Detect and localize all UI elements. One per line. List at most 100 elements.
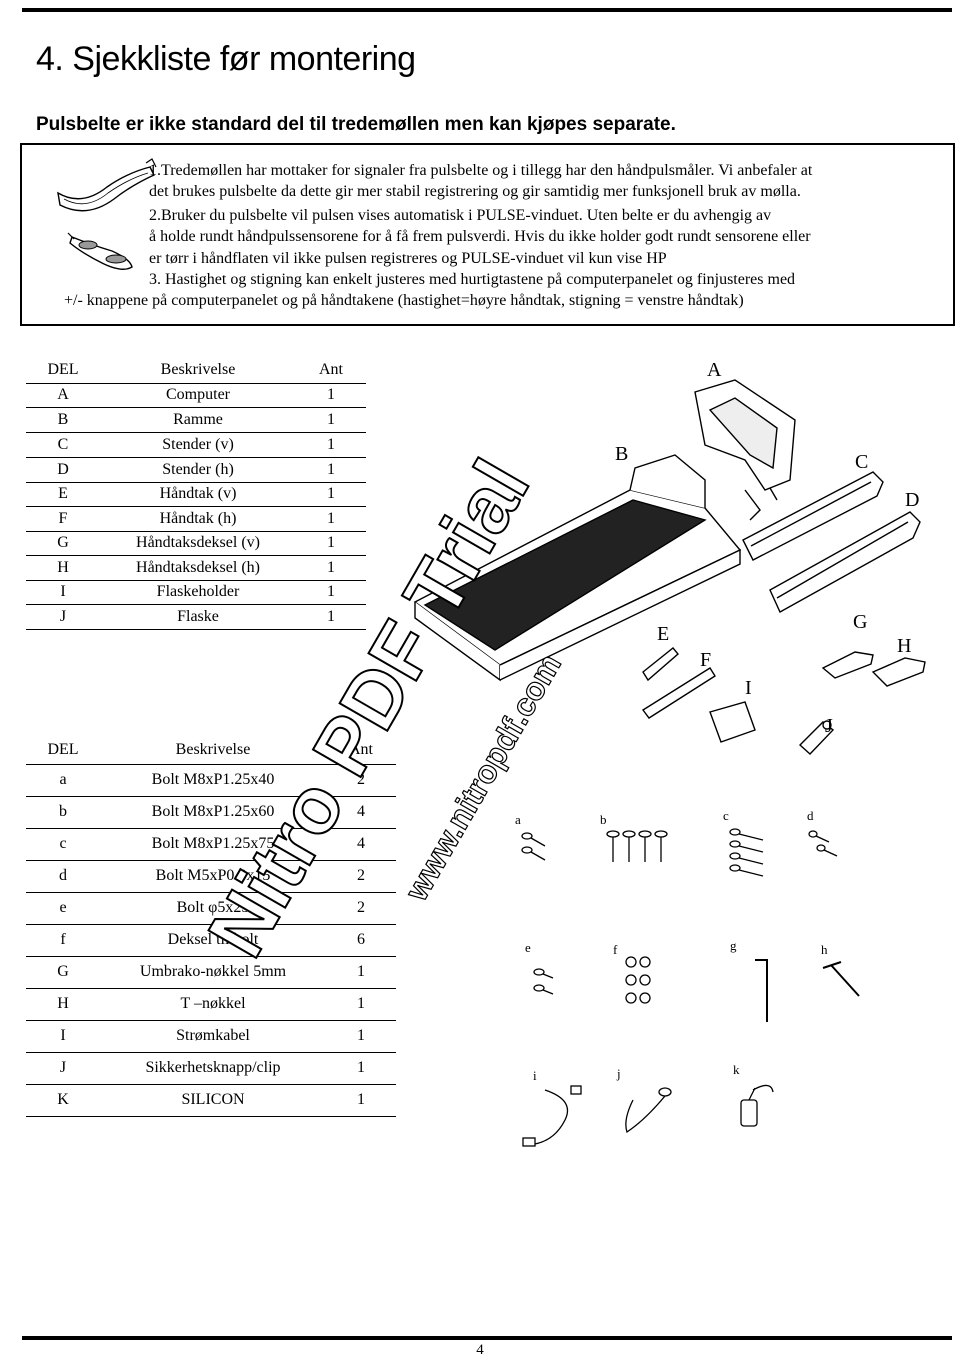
bolt-d-icon — [808, 830, 838, 857]
table-cell: 1 — [296, 506, 366, 532]
column-header: DEL — [26, 736, 100, 765]
table-cell: a — [26, 764, 100, 797]
hardware-label-k: k — [733, 1062, 740, 1077]
table-cell: 6 — [326, 924, 396, 957]
diagram-label-d: D — [905, 489, 919, 511]
table-cell: H — [26, 988, 100, 1021]
table-cell: G — [26, 531, 100, 556]
table-cell: Håndtaksdeksel (h) — [100, 555, 296, 581]
note-line-6: 3. Hastighet og stigning kan enkelt just… — [149, 271, 796, 288]
table-cell: 2 — [326, 860, 396, 893]
table-cell: 1 — [296, 555, 366, 581]
silicon-bottle-k-icon — [740, 1084, 774, 1127]
table-cell: I — [26, 1020, 100, 1053]
table-cell: b — [26, 796, 100, 829]
bolt-c-icon — [729, 828, 764, 877]
column-header: Beskrivelse — [100, 357, 296, 384]
table-cell: c — [26, 828, 100, 861]
hardware-label-j: j — [616, 1066, 621, 1081]
table-cell: 4 — [326, 796, 396, 829]
table-cell: J — [26, 1052, 100, 1085]
handle-left — [642, 647, 679, 682]
table-cell: 1 — [296, 407, 366, 433]
table-cell: Deksel til bolt — [100, 924, 326, 957]
table-cell: Flaske — [100, 604, 296, 630]
table-cell: H — [26, 555, 100, 581]
table-cell: Håndtak (h) — [100, 506, 296, 532]
table-cell: 1 — [326, 1052, 396, 1085]
table-cell: 4 — [326, 828, 396, 861]
handle-cover-right — [871, 657, 926, 687]
bottom-rule — [22, 1336, 952, 1340]
note-line-7: +/- knappene på computerpanelet og på hå… — [64, 292, 744, 309]
bolt-a-icon — [521, 832, 546, 861]
table-cell: Bolt M8xP1.25x40 — [100, 764, 326, 797]
table-cell: 1 — [326, 956, 396, 989]
table-cell: Computer — [100, 383, 296, 408]
diagram-label-b: B — [615, 443, 628, 465]
table-cell: I — [26, 580, 100, 605]
table-header-row: DEL Beskrivelse Ant — [26, 357, 366, 384]
top-rule — [22, 8, 952, 12]
table-cell: Ramme — [100, 407, 296, 433]
table-header-row: DEL Beskrivelse Ant — [26, 736, 396, 765]
table-cell: T –nøkkel — [100, 988, 326, 1021]
table-cell: f — [26, 924, 100, 957]
note-line-4: å holde rundt håndpulssensorene for å få… — [149, 228, 811, 245]
table-cell: Håndtaksdeksel (v) — [100, 531, 296, 556]
table-cell: 1 — [296, 383, 366, 408]
hardware-label-b: b — [600, 812, 607, 827]
diagram-label-g: G — [853, 611, 867, 633]
table-cell: e — [26, 892, 100, 925]
bolt-cover-f-icon — [625, 956, 651, 1004]
table-cell: 2 — [326, 892, 396, 925]
column-header: Beskrivelse — [100, 736, 326, 765]
table-cell: 1 — [296, 604, 366, 630]
table-cell: Bolt M8xP1.25x75 — [100, 828, 326, 861]
note-line-2: det brukes pulsbelte da dette gir mer st… — [149, 183, 801, 200]
table-cell: Bolt M8xP1.25x60 — [100, 796, 326, 829]
heart-rate-note-box: 1.Tredemøllen har mottaker for signaler … — [20, 143, 955, 326]
column-header: Ant — [326, 736, 396, 765]
handle-cover-left — [821, 651, 874, 679]
note-line-1: 1.Tredemøllen har mottaker for signaler … — [149, 162, 813, 179]
table-cell: 1 — [296, 482, 366, 507]
safety-clip-j-icon — [625, 1087, 672, 1134]
handle-right — [641, 667, 716, 719]
table-cell: Bolt M5xP0.8x15 — [100, 860, 326, 893]
table-cell: Stender (v) — [100, 432, 296, 458]
power-cable-i-icon — [522, 1085, 582, 1147]
allen-key-g-icon — [755, 959, 768, 1022]
diagram-label-c: C — [855, 451, 868, 473]
table-cell: d — [26, 860, 100, 893]
table-cell: F — [26, 506, 100, 532]
hardware-label-d: d — [807, 808, 814, 823]
table-cell: 1 — [296, 432, 366, 458]
note-line-3: 2.Bruker du pulsbelte vil pulsen vises a… — [149, 207, 772, 224]
note-line-5: er tørr i håndflaten vil ikke pulsen reg… — [149, 250, 667, 267]
page-title: 4. Sjekkliste før montering — [36, 40, 416, 78]
bottle-part — [798, 721, 835, 755]
hardware-label-h: h — [821, 942, 828, 957]
diagram-label-e: E — [657, 623, 669, 645]
diagram-label-h: H — [897, 635, 911, 657]
bottle-holder-part — [709, 701, 756, 743]
table-cell: Stender (h) — [100, 457, 296, 483]
bolt-b-icon — [606, 830, 668, 862]
table-cell: C — [26, 432, 100, 458]
table-cell: 1 — [296, 531, 366, 556]
